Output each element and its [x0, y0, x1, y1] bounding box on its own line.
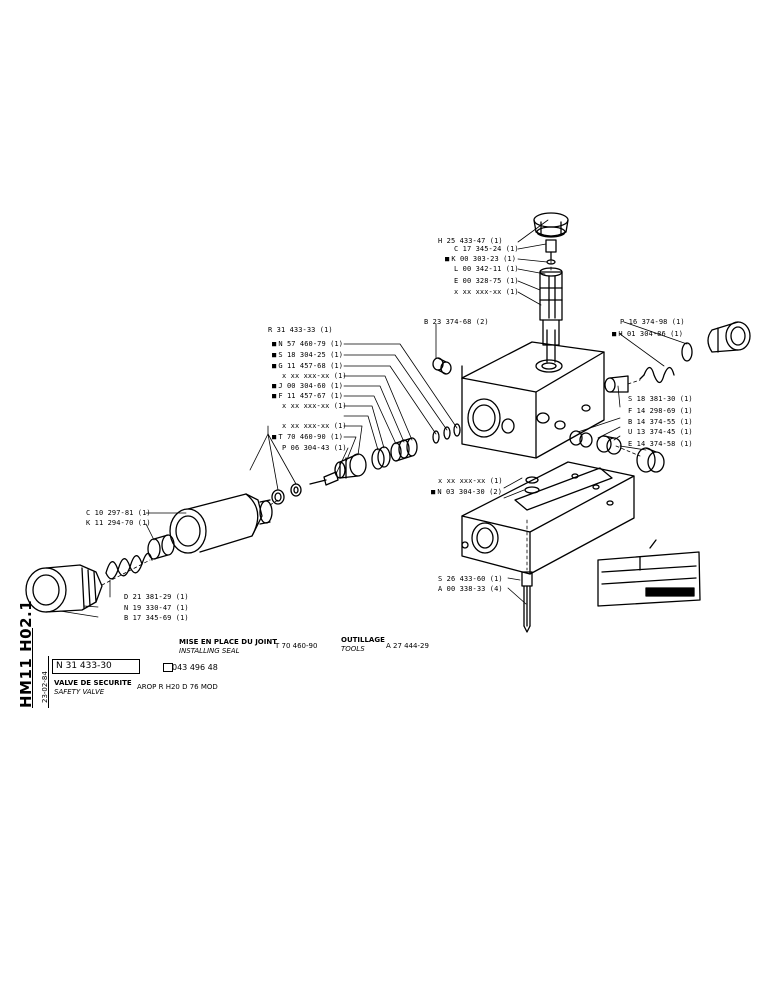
part-label: C 17 345-24 (1)	[454, 245, 519, 253]
tools-heading-en: TOOLS	[341, 645, 365, 653]
top-pin	[545, 239, 557, 265]
part-label: G 11 457-68 (1)	[272, 362, 343, 370]
part-label: K 00 303-23 (1)	[445, 255, 516, 263]
reference-number: 043 496 48	[172, 663, 218, 672]
guide-stem	[309, 471, 339, 486]
tools-heading-fr: OUTILLAGE	[341, 636, 385, 644]
inner-seals	[432, 423, 461, 444]
main-spring	[105, 552, 153, 580]
part-label-b23: B 23 374-68 (2)	[424, 318, 489, 326]
part-label: C 10 297-81 (1)	[86, 509, 151, 517]
info-divider-line	[32, 628, 33, 708]
part-label: N 03 304-30 (2)	[431, 488, 502, 496]
part-label: N 19 330-47 (1)	[124, 604, 189, 612]
part-number-box: N 31 433-30	[52, 659, 140, 674]
housing-sleeve	[169, 493, 273, 554]
side-plug-b23	[432, 357, 452, 375]
part-label: A 00 338-33 (4)	[438, 585, 503, 593]
seal-heading-fr: MISE EN PLACE DU JOINT	[179, 638, 277, 646]
part-label: E 00 328-75 (1)	[454, 277, 519, 285]
part-label: K 11 294-70 (1)	[86, 519, 151, 527]
part-label: x xx xxx-xx (1)	[454, 288, 519, 296]
part-label: U 13 374-45 (1)	[628, 428, 693, 436]
part-label: E 14 374-58 (1)	[628, 440, 693, 448]
seal-rings	[371, 446, 391, 470]
part-label: H 01 304-86 (1)	[612, 330, 683, 338]
part-number: N 31 433-30	[56, 661, 112, 671]
part-label: T 70 460-90 (1)	[272, 433, 343, 441]
part-label: B 17 345-69 (1)	[124, 614, 189, 622]
part-label: S 26 433-60 (1)	[438, 575, 503, 583]
info-divider-line	[48, 656, 49, 708]
valve-body-lower	[461, 461, 635, 575]
part-label: N 57 460-79 (1)	[272, 340, 343, 348]
part-label: F 11 457-67 (1)	[272, 392, 343, 400]
part-label: S 18 304-25 (1)	[272, 351, 343, 359]
tools-reference: A 27 444-29	[386, 642, 429, 650]
nameplate	[597, 539, 701, 607]
right-o-ring	[681, 342, 693, 362]
end-cap	[25, 564, 103, 613]
title-french: VALVE DE SECURITE	[54, 679, 132, 687]
part-label: P 06 304-43 (1)	[282, 444, 347, 452]
right-cap	[707, 321, 751, 353]
part-label: S 18 381-30 (1)	[628, 395, 693, 403]
part-label: B 14 374-55 (1)	[628, 418, 693, 426]
checkbox-square	[163, 663, 173, 672]
part-label: L 00 342-11 (1)	[454, 265, 519, 273]
seal-stack	[390, 437, 418, 462]
right-piston	[604, 375, 629, 393]
seal-heading-en: INSTALLING SEAL	[179, 647, 240, 655]
part-label: x xx xxx-xx (1)	[282, 402, 347, 410]
seal-reference: T 70 460-90	[275, 642, 318, 650]
bolt-a00	[521, 571, 533, 633]
part-label: x xx xxx-xx (1)	[282, 372, 347, 380]
part-label: x xx xxx-xx (1)	[438, 477, 503, 485]
right-spring	[639, 366, 675, 384]
part-label: P 16 374-98 (1)	[620, 318, 685, 326]
top-plug	[533, 212, 569, 238]
part-label: H 25 433-47 (1)	[438, 237, 503, 245]
model-code: AROP R H20 D 76 MOD	[137, 683, 218, 691]
spring-cup	[147, 534, 175, 560]
part-label: D 21 381-29 (1)	[124, 593, 189, 601]
top-cartridge	[539, 267, 563, 363]
part-label: J 00 304-60 (1)	[272, 382, 343, 390]
part-label: R 31 433-33 (1)	[268, 326, 333, 334]
part-label: F 14 298-69 (1)	[628, 407, 693, 415]
title-english: SAFETY VALVE	[54, 688, 105, 696]
valve-body-upper	[461, 341, 605, 459]
part-label: x xx xxx-xx (1)	[282, 422, 347, 430]
